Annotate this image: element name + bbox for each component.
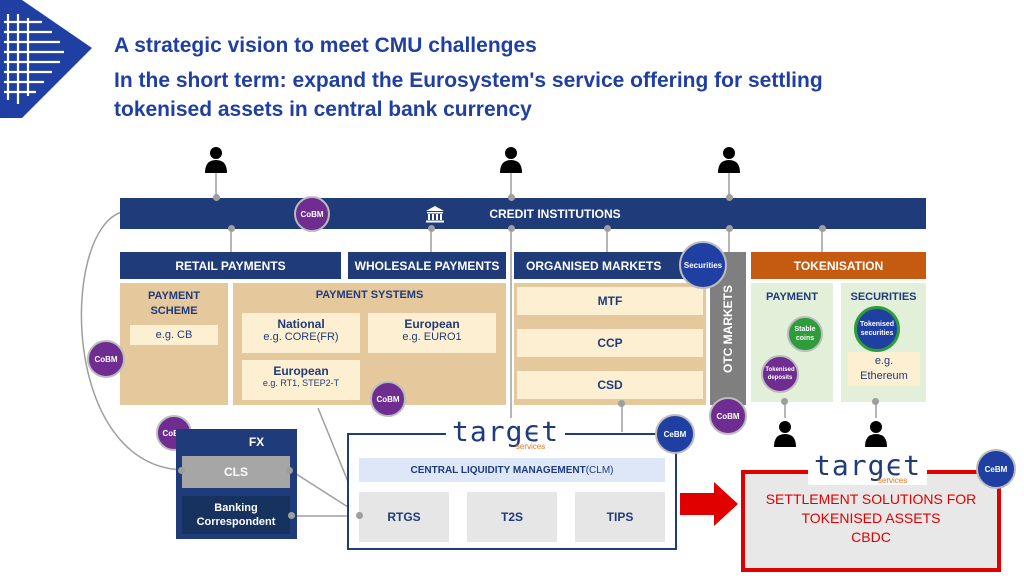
connector-dot: [288, 512, 295, 519]
tokenised-securities-label-2: securities: [860, 330, 894, 337]
ecb-logo-icon: [0, 0, 92, 118]
connector-dot: [508, 225, 515, 232]
connector-dot: [604, 225, 611, 232]
otc-markets-label: OTC MARKETS: [721, 284, 735, 373]
connector-dot: [356, 512, 363, 519]
european-title: European: [404, 317, 460, 331]
person-icon: [718, 147, 740, 173]
connector-dot: [726, 194, 733, 201]
person-icon: [500, 147, 522, 173]
settlement-line-3: CBDC: [851, 529, 891, 545]
connector-dot: [228, 225, 235, 232]
cobm-badge: CoBM: [709, 397, 747, 435]
subtitle-line-2: tokenised assets in central bank currenc…: [114, 98, 532, 121]
banking-correspondent-box: Banking Correspondent: [182, 496, 290, 534]
credit-institutions-label: CREDIT INSTITUTIONS: [489, 206, 621, 221]
banking-label-2: Correspondent: [196, 516, 276, 528]
market-mtf: MTF: [517, 287, 703, 315]
connector-dot: [286, 467, 293, 474]
european-system-box: European e.g. EURO1: [368, 313, 496, 353]
connector-dot: [213, 194, 220, 201]
right-arrow-icon: [680, 482, 738, 526]
payment-scheme-title-1: PAYMENT: [148, 290, 200, 302]
connector-dot: [726, 225, 733, 232]
person-icon: [865, 421, 887, 447]
clm-bar: CENTRAL LIQUIDITY MANAGEMENT (CLM): [359, 458, 665, 482]
connector-dot: [428, 225, 435, 232]
wholesale-payments-header: WHOLESALE PAYMENTS: [348, 252, 506, 279]
connector-dot: [508, 194, 515, 201]
tokenisation-header: TOKENISATION: [751, 252, 926, 279]
settlement-line-2: TOKENISED ASSETS: [801, 510, 941, 526]
connector-dot: [618, 400, 625, 407]
target-logo: targϵt services: [446, 415, 566, 451]
cobm-badge: CoBM: [370, 381, 406, 417]
connector-dot: [872, 398, 879, 405]
payment-scheme-panel: PAYMENT SCHEME e.g. CB: [120, 283, 228, 405]
european-retail-system-box: European e.g. RT1, STEP2-T: [242, 360, 360, 400]
target-logo-settlement: targϵt services: [808, 449, 928, 485]
cls-box: CLS: [182, 456, 290, 488]
market-ccp: CCP: [517, 329, 703, 357]
tips-box: TIPS: [575, 492, 665, 542]
bank-icon: [426, 205, 445, 222]
european2-title: European: [273, 364, 329, 378]
subtitle-line-1: In the short term: expand the Eurosystem…: [114, 69, 823, 92]
clm-abbr: (CLM): [585, 464, 614, 476]
cebm-badge: CeBM: [655, 414, 695, 454]
tokenised-securities-badge: Tokenised securities: [854, 306, 900, 352]
ethereum-eg: e.g.: [874, 355, 894, 367]
target-logo-sub: services: [877, 476, 908, 485]
target-logo-sub: services: [515, 442, 546, 451]
target-logo-text: targϵt: [452, 415, 560, 448]
tokenised-deposits-label-2: deposits: [767, 375, 793, 381]
page-title: A strategic vision to meet CMU challenge…: [114, 34, 537, 57]
banking-label-1: Banking: [214, 502, 258, 514]
connector-dot: [819, 225, 826, 232]
securities-badge: Securities: [679, 241, 727, 289]
tokenisation-payment-title: PAYMENT: [766, 291, 818, 303]
market-csd: CSD: [517, 371, 703, 399]
european-example: e.g. EURO1: [402, 331, 462, 343]
clm-label: CENTRAL LIQUIDITY MANAGEMENT: [410, 464, 586, 476]
settlement-solutions-box: SETTLEMENT SOLUTIONS FOR TOKENISED ASSET…: [741, 470, 1001, 572]
ethereum-example-box: e.g. Ethereum: [848, 352, 920, 386]
connector-dot: [781, 398, 788, 405]
stable-coins-label-1: Stable: [794, 326, 816, 333]
connector-dot: [178, 467, 185, 474]
cobm-badge: CoBM: [87, 340, 125, 378]
cobm-badge: CoBM: [294, 196, 330, 232]
national-title: National: [277, 317, 325, 331]
tokenised-deposits-label-1: Tokenised: [765, 367, 795, 373]
settlement-line-1: SETTLEMENT SOLUTIONS FOR: [765, 491, 977, 507]
credit-institutions-bar: CREDIT INSTITUTIONS: [120, 198, 926, 229]
tokenisation-securities-title: SECURITIES: [850, 291, 917, 303]
payment-scheme-title-2: SCHEME: [150, 305, 198, 317]
retail-payments-header: RETAIL PAYMENTS: [120, 252, 341, 279]
target-logo-text: targϵt: [814, 449, 922, 482]
stable-coins-badge: Stable coins: [787, 316, 823, 352]
person-icon: [774, 421, 796, 447]
tokenised-deposits-badge: Tokenised deposits: [761, 355, 799, 393]
national-system-box: National e.g. CORE(FR): [242, 313, 360, 353]
payment-systems-title: PAYMENT SYSTEMS: [315, 289, 424, 301]
national-example: e.g. CORE(FR): [263, 331, 339, 343]
european2-example: e.g. RT1, STEP2-T: [262, 378, 340, 388]
tokenised-securities-label-1: Tokenised: [859, 321, 895, 328]
organised-markets-header: ORGANISED MARKETS: [514, 252, 706, 279]
cebm-badge: CeBM: [976, 449, 1016, 489]
stable-coins-label-2: coins: [795, 335, 815, 342]
t2s-box: T2S: [467, 492, 557, 542]
rtgs-box: RTGS: [359, 492, 449, 542]
fx-title: FX: [248, 435, 265, 449]
payment-scheme-example: e.g. CB: [130, 325, 218, 345]
person-icon: [205, 147, 227, 173]
ethereum-label: Ethereum: [860, 370, 908, 382]
